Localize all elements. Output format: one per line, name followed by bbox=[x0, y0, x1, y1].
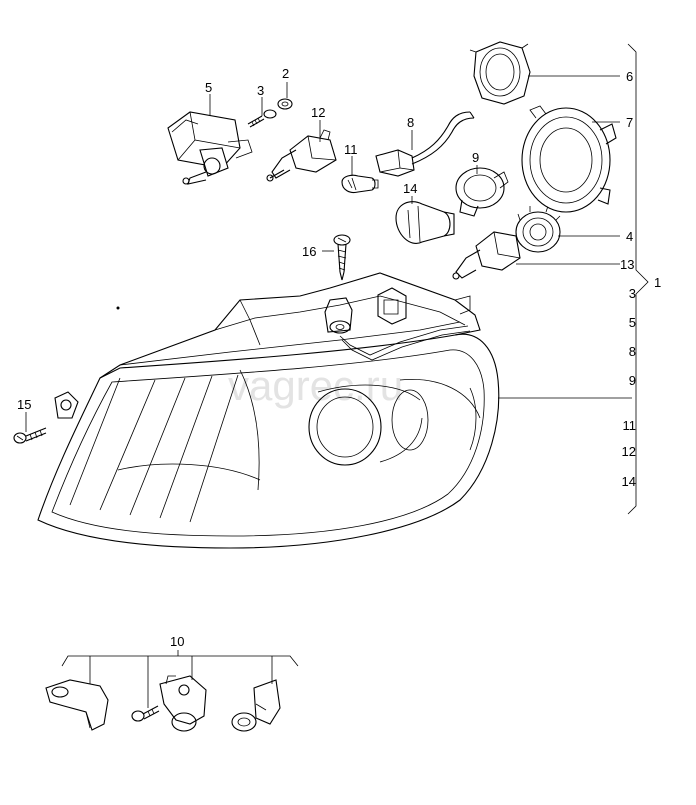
callout-1: 1 bbox=[654, 275, 661, 290]
bulb-socket-harness-part[interactable] bbox=[375, 111, 475, 177]
assembly-item: 8 bbox=[629, 344, 636, 359]
assembly-includes-list: 3 5 8 9 11 12 14 bbox=[622, 286, 636, 489]
assembly-item: 14 bbox=[622, 474, 636, 489]
callout-2: 2 bbox=[282, 66, 289, 81]
cover-cap-part[interactable] bbox=[469, 41, 531, 105]
callout-6: 6 bbox=[626, 69, 633, 84]
adjuster-ring-part[interactable] bbox=[515, 205, 561, 253]
sealing-cover-part[interactable] bbox=[521, 105, 617, 213]
assembly-item: 3 bbox=[629, 286, 636, 301]
assembly-item: 5 bbox=[629, 315, 636, 330]
mounting-screw-part[interactable] bbox=[13, 427, 47, 444]
callout-5: 5 bbox=[205, 80, 212, 95]
turn-signal-bulb-part[interactable] bbox=[395, 201, 455, 244]
callout-7: 7 bbox=[626, 115, 633, 130]
screw-part[interactable] bbox=[247, 109, 277, 128]
callout-3: 3 bbox=[257, 83, 264, 98]
callout-16: 16 bbox=[302, 244, 316, 259]
callout-4: 4 bbox=[626, 229, 633, 244]
callout-11: 11 bbox=[344, 142, 358, 157]
repair-bracket-set-part[interactable] bbox=[45, 675, 281, 732]
h7-bulb-part[interactable] bbox=[266, 129, 337, 182]
callout-14: 14 bbox=[403, 181, 417, 196]
tapping-screw-part[interactable] bbox=[333, 234, 351, 281]
bulb-holder-part[interactable] bbox=[455, 167, 509, 217]
headlight-housing[interactable] bbox=[37, 272, 500, 549]
callout-12: 12 bbox=[311, 105, 325, 120]
callout-8: 8 bbox=[407, 115, 414, 130]
assembly-item: 12 bbox=[622, 444, 636, 459]
assembly-item: 11 bbox=[623, 418, 637, 433]
callout-13: 13 bbox=[620, 257, 634, 272]
callout-9: 9 bbox=[472, 150, 479, 165]
side-marker-bulb-part[interactable] bbox=[341, 174, 379, 194]
callout-labels: 5 3 2 12 11 8 9 14 16 15 6 7 4 13 1 10 bbox=[17, 66, 661, 649]
h7-bulb-lower-part[interactable] bbox=[452, 231, 521, 280]
assembly-item: 9 bbox=[629, 373, 636, 388]
washer-part[interactable] bbox=[277, 98, 293, 110]
leveling-motor-part[interactable] bbox=[167, 111, 253, 185]
leader-lines bbox=[25, 43, 649, 708]
callout-15: 15 bbox=[17, 397, 31, 412]
callout-10: 10 bbox=[170, 634, 184, 649]
